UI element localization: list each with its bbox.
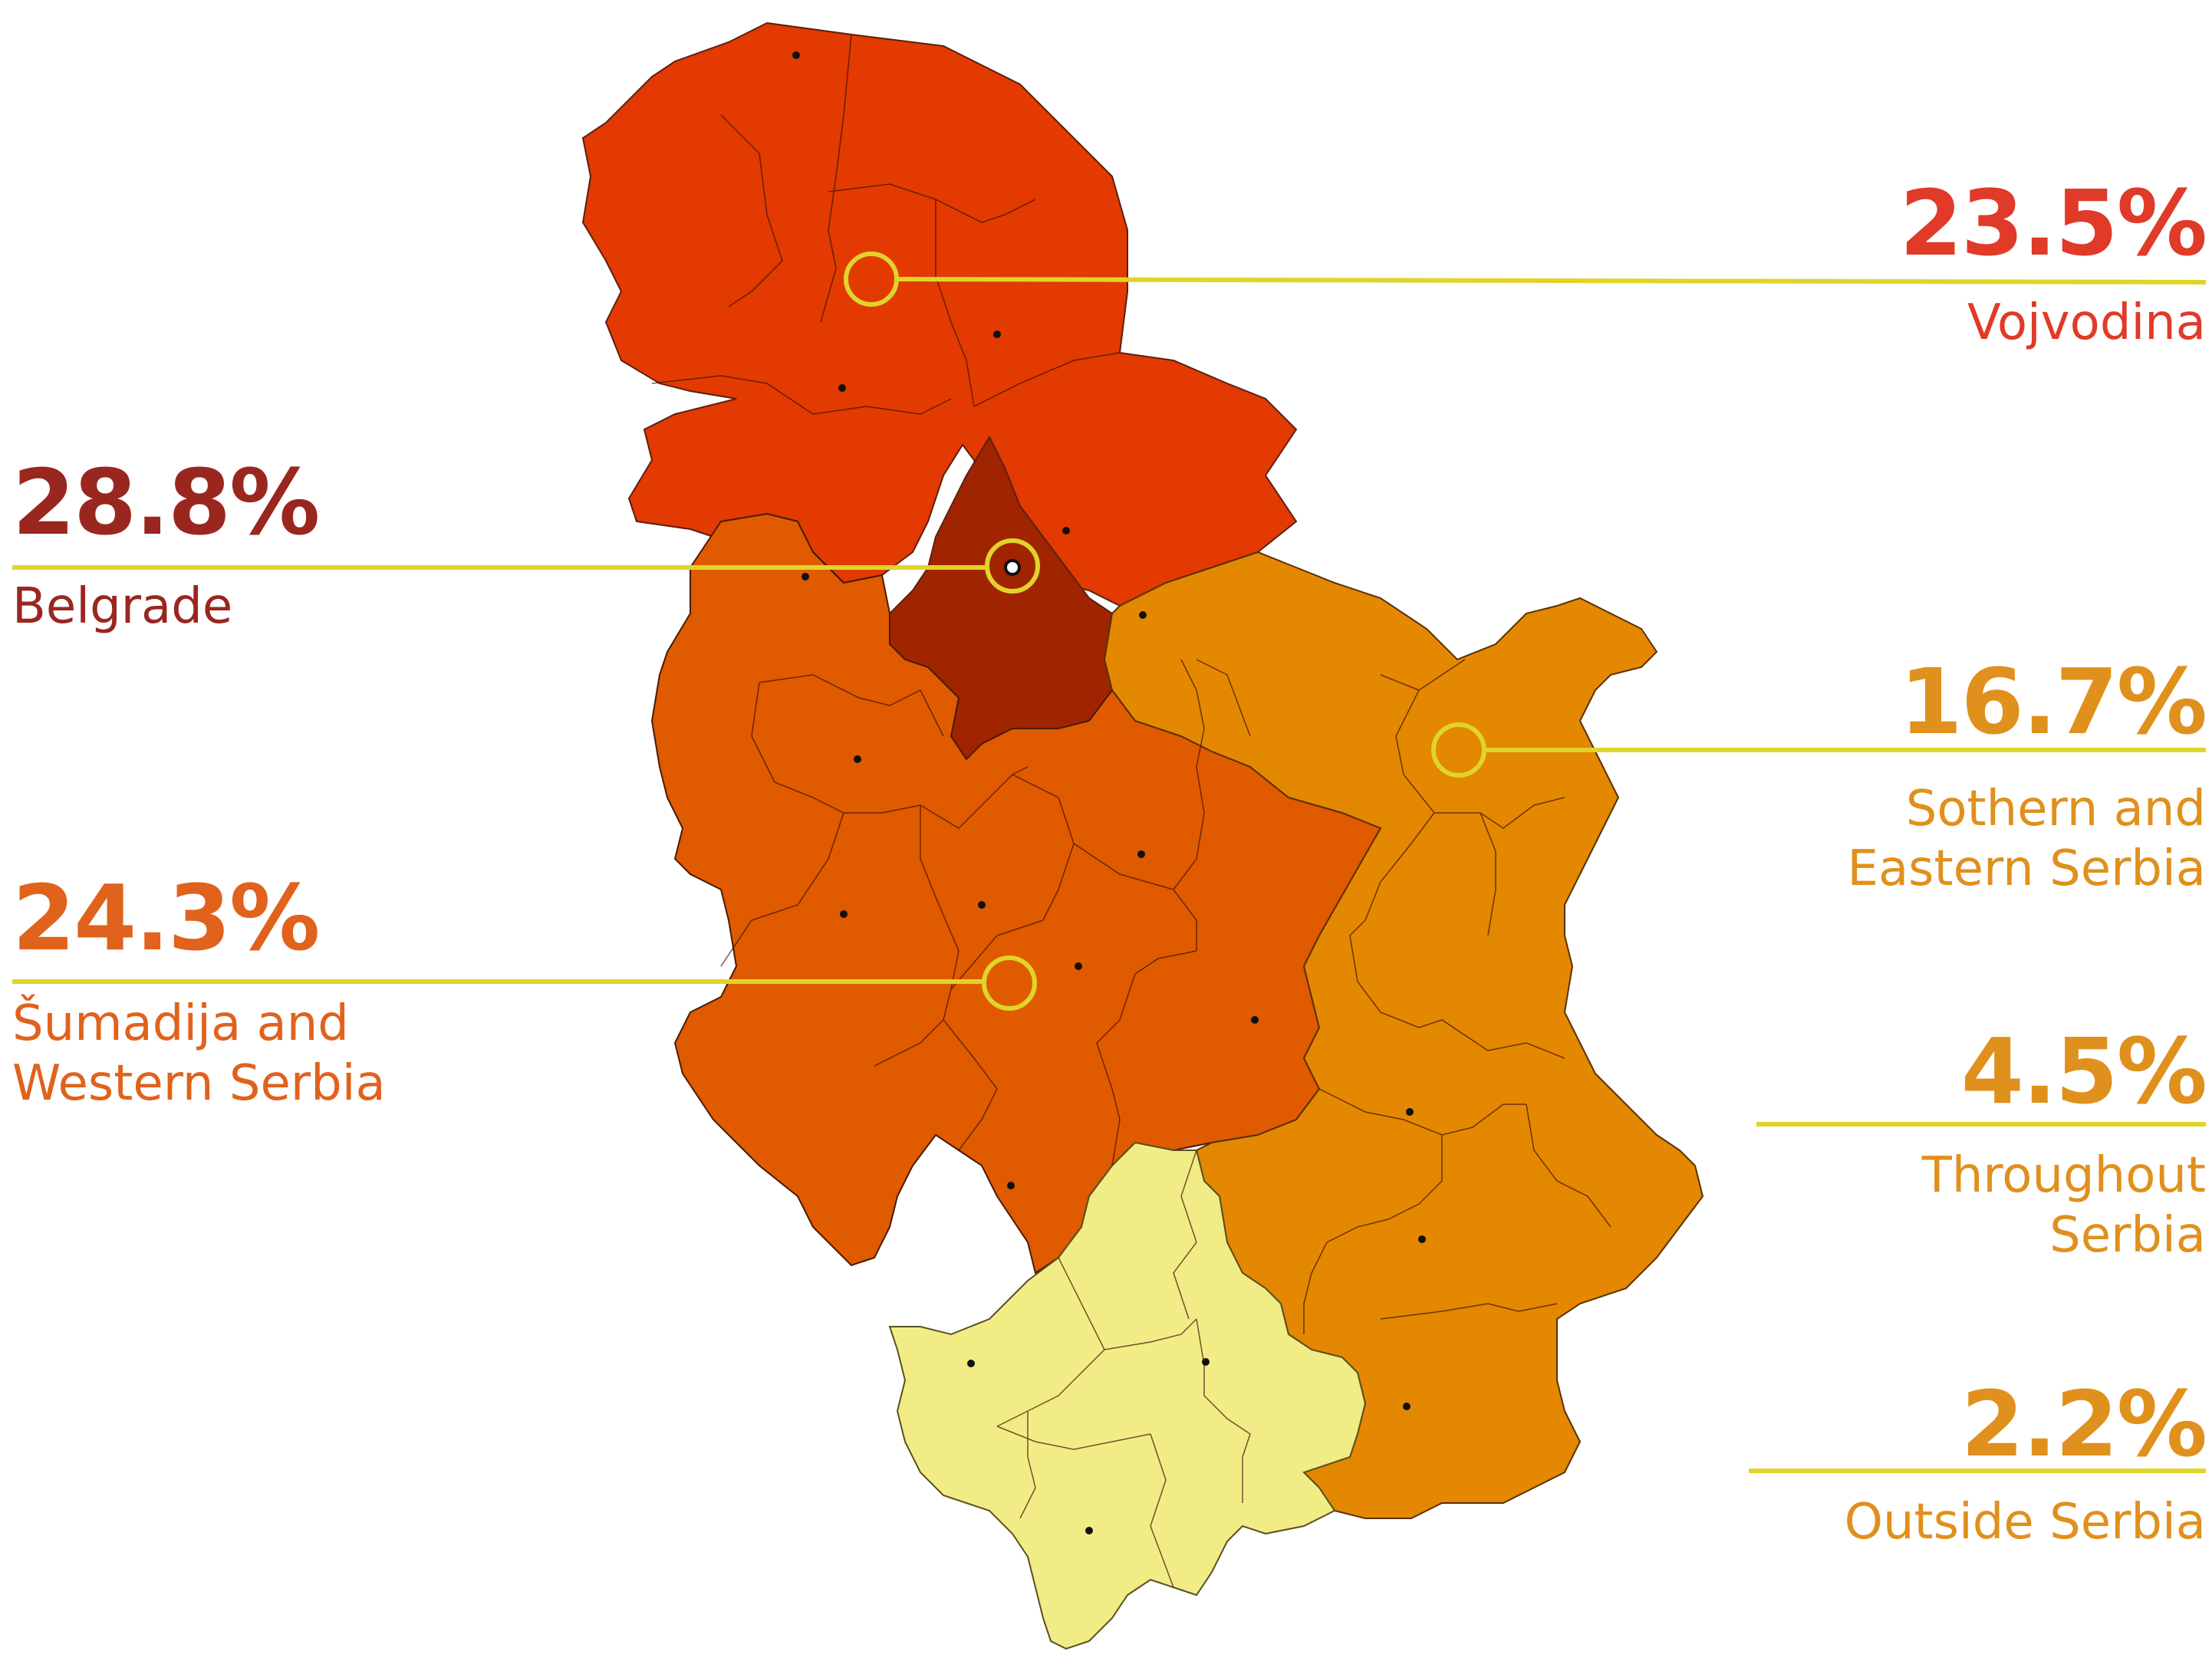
vojvodina-region[interactable]	[581, 21, 1298, 607]
southern-eastern-region[interactable]	[1103, 551, 1704, 1519]
label-vojvodina: 23.5% Vojvodina	[1899, 170, 2207, 353]
marker-vojvodina	[844, 252, 899, 307]
percent-outside: 2.2%	[1960, 1371, 2207, 1477]
belgrade-city-dot	[1004, 559, 1021, 576]
marker-southern-eastern	[1431, 722, 1486, 778]
label-sumadija: 24.3% Šumadija and Western Serbia	[12, 873, 386, 1113]
leader-lines	[12, 252, 2207, 1473]
district-centres	[792, 51, 1426, 1534]
region-name-belgrade: Belgrade	[12, 578, 233, 635]
region-name-southern-eastern: Sothern and Eastern Serbia	[1847, 781, 2207, 898]
label-southern-eastern: 16.7% Sothern and Eastern Serbia	[1848, 656, 2207, 899]
label-throughout: 4.5% Throughout Serbia	[1921, 1018, 2207, 1265]
percent-belgrade: 28.8%	[12, 449, 320, 555]
district-borders	[651, 34, 1611, 1588]
marker-sumadija	[982, 955, 1037, 1011]
leader-line-vojvodina	[895, 277, 2207, 285]
kosovo-region[interactable]	[888, 1141, 1367, 1650]
region-name-sumadija: Šumadija and Western Serbia	[12, 995, 386, 1113]
percent-sumadija: 24.3%	[12, 865, 320, 971]
percent-vojvodina: 23.5%	[1899, 170, 2207, 276]
region-name-throughout: Throughout Serbia	[1921, 1147, 2206, 1265]
label-belgrade: 28.8% Belgrade	[12, 449, 320, 636]
region-name-outside: Outside Serbia	[1844, 1494, 2206, 1551]
marker-belgrade	[985, 538, 1040, 594]
region-name-vojvodina: Vojvodina	[1967, 294, 2206, 351]
label-outside: 2.2% Outside Serbia	[1844, 1371, 2207, 1552]
percent-throughout: 4.5%	[1960, 1018, 2207, 1124]
percent-southern-eastern: 16.7%	[1899, 649, 2207, 755]
